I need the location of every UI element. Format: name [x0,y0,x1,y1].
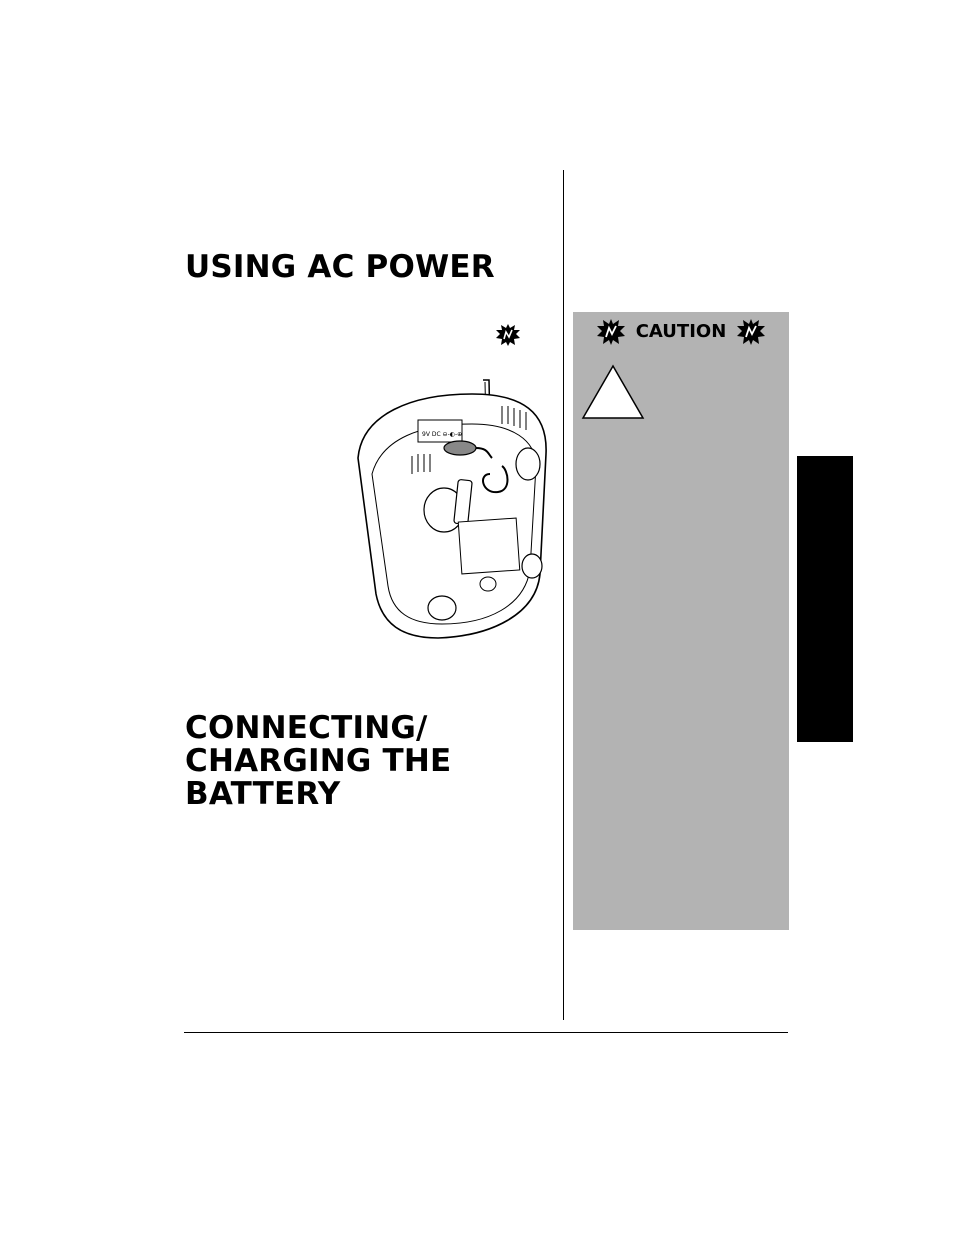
scanner-base-illustration: 9V DC ⊖-◐-⊕ [357,379,547,639]
heading-connecting-charging-battery: CONNECTING/ CHARGING THE BATTERY [185,710,452,812]
warning-burst-icon [597,319,626,345]
warning-burst-icon [496,324,520,346]
footer-rule [184,1032,788,1033]
caution-label: CAUTION [635,321,727,342]
caution-header: CAUTION [573,318,789,346]
warning-burst-icon [736,319,765,345]
device-port-label: 9V DC ⊖-◐-⊕ [422,431,462,438]
column-divider [563,170,564,1020]
caution-panel: CAUTION [573,312,789,930]
caution-triangle-icon [581,364,645,419]
section-tab [797,456,853,742]
heading-using-ac-power: USING AC POWER [185,249,495,285]
